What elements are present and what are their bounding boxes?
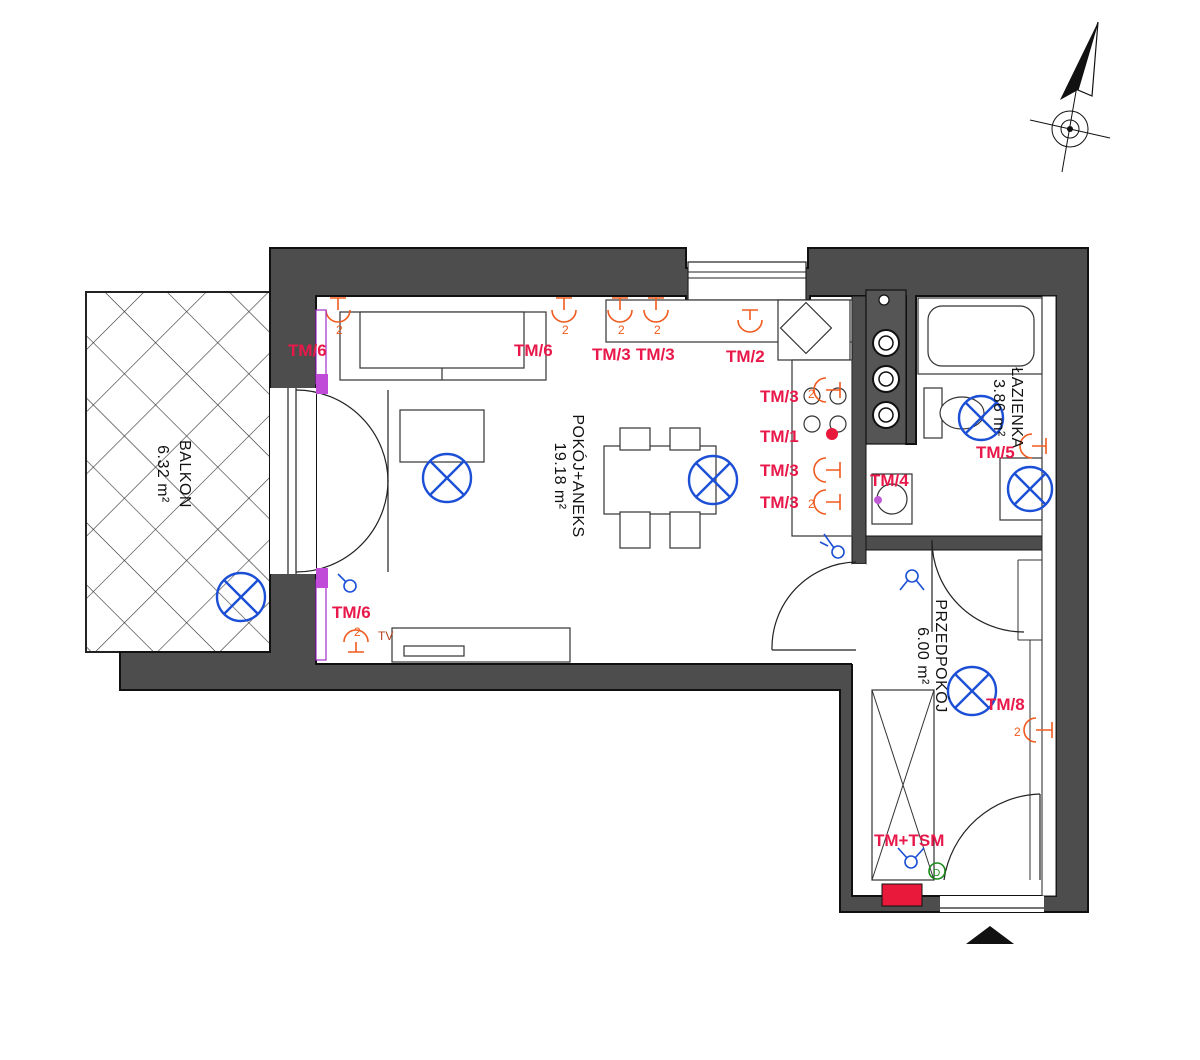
socket-icon: 2: [1014, 717, 1053, 743]
room-label-pokoj-name: POKÓJ+ANEKS: [569, 414, 588, 537]
switch-icon: [819, 533, 845, 559]
socket-label: TM/5: [976, 443, 1015, 462]
balcony: [85, 291, 271, 653]
room-label-przedpokoj-name: PRZEDPOKÓJ: [932, 599, 951, 712]
radiators: [315, 309, 328, 661]
svg-text:2: 2: [618, 323, 625, 337]
svg-text:2: 2: [1014, 725, 1021, 739]
lamp-icon: [957, 394, 1005, 442]
socket-icon: 2: [551, 297, 577, 337]
socket-label: TM/6: [288, 341, 327, 360]
svg-text:2: 2: [808, 497, 815, 511]
socket-label: TM/3: [636, 345, 675, 364]
socket-icon: 2: [325, 297, 351, 337]
entrance-arrow-icon: [966, 926, 1014, 944]
socket-label: TM/2: [726, 347, 765, 366]
sockets: 2 2 2 2 2 2 2 2: [325, 297, 1053, 743]
socket-icon: 2: [607, 297, 633, 337]
socket-label: TM/8: [986, 695, 1025, 714]
socket-icon: 2: [643, 297, 669, 337]
socket-label: TM/4: [870, 471, 909, 490]
room-label-lazienka-area: 3.86 m²: [990, 379, 1007, 437]
switch-icon: [899, 569, 925, 591]
socket-label: TM+TSM: [874, 831, 944, 850]
doors: [295, 389, 1041, 881]
north-arrow-icon: [1029, 21, 1111, 173]
lamp-icon: [946, 665, 998, 717]
lamp-icon: [687, 454, 739, 506]
socket-label: TM/3: [760, 493, 799, 512]
room-label-balkon-name: BALKON: [176, 440, 193, 508]
svg-text:2: 2: [808, 387, 815, 401]
walls: [119, 247, 1089, 913]
socket-icon: [1019, 433, 1047, 459]
socket-icon: 2: [808, 489, 841, 515]
light-switches: [337, 533, 925, 869]
svg-text:2: 2: [562, 323, 569, 337]
room-label-lazienka-name: ŁAZIENKA: [1008, 367, 1025, 448]
socket-icon: [737, 309, 763, 333]
room-label-przedpokoj-area: 6.00 m²: [914, 627, 931, 685]
socket-label: TM/3: [592, 345, 631, 364]
lamp-icon: [215, 571, 267, 623]
tv-label: TV: [378, 629, 393, 643]
socket-icon: 2: [808, 377, 841, 403]
socket-label: TM/6: [332, 603, 371, 622]
socket-label: TM/3: [760, 461, 799, 480]
ceiling-lamps: [215, 394, 1054, 717]
switch-icon: [337, 573, 357, 593]
socket-label: TM/1: [760, 427, 799, 446]
socket-label: TM/6: [514, 341, 553, 360]
switch-icon: [897, 847, 925, 869]
socket-label: TM/3: [760, 387, 799, 406]
furniture: [339, 297, 1043, 881]
distribution-box: D: [881, 862, 946, 907]
socket-icon: [826, 428, 838, 440]
lamp-icon: [1006, 465, 1054, 513]
socket-icon: [874, 496, 882, 504]
socket-icon: 2: [343, 625, 369, 653]
lamp-icon: [421, 452, 473, 504]
socket-icon: [813, 457, 841, 483]
svg-text:2: 2: [354, 625, 361, 639]
svg-text:2: 2: [336, 323, 343, 337]
room-label-balkon-area: 6.32 m²: [154, 445, 171, 503]
room-label-pokoj-area: 19.18 m²: [551, 442, 568, 509]
svg-text:2: 2: [654, 323, 661, 337]
svg-text:D: D: [933, 868, 940, 879]
